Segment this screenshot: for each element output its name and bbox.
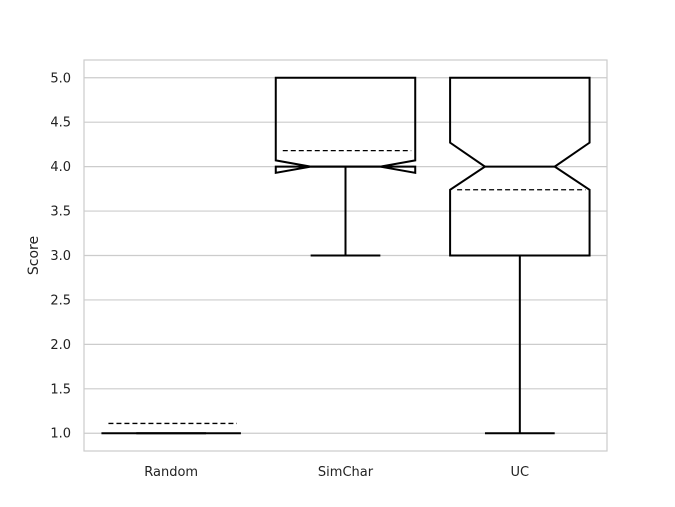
y-tick-label: 3.0 [50,249,71,264]
y-tick-label: 2.0 [50,338,71,353]
plot-frame [83,59,608,452]
y-tick-label: 4.0 [50,160,71,175]
boxes [101,76,591,435]
y-tick-label: 2.5 [50,293,71,308]
y-tick-label: 1.5 [50,382,71,397]
x-tick-label: Random [144,465,198,480]
y-tick-label: 4.5 [50,116,71,131]
box-body [449,76,591,257]
x-tick-label: SimChar [318,465,374,480]
x-tick-label: UC [511,465,530,480]
y-tick-label: 1.0 [50,427,71,442]
y-tick-label: 5.0 [50,71,71,86]
x-tick-labels: Random SimChar UC [144,465,529,480]
y-tick-labels: 1.0 1.5 2.0 2.5 3.0 3.5 4.0 4.5 5.0 [50,71,71,441]
box-body [274,76,417,175]
y-tick-label: 3.5 [50,205,71,220]
y-axis-label: Score [26,236,42,275]
